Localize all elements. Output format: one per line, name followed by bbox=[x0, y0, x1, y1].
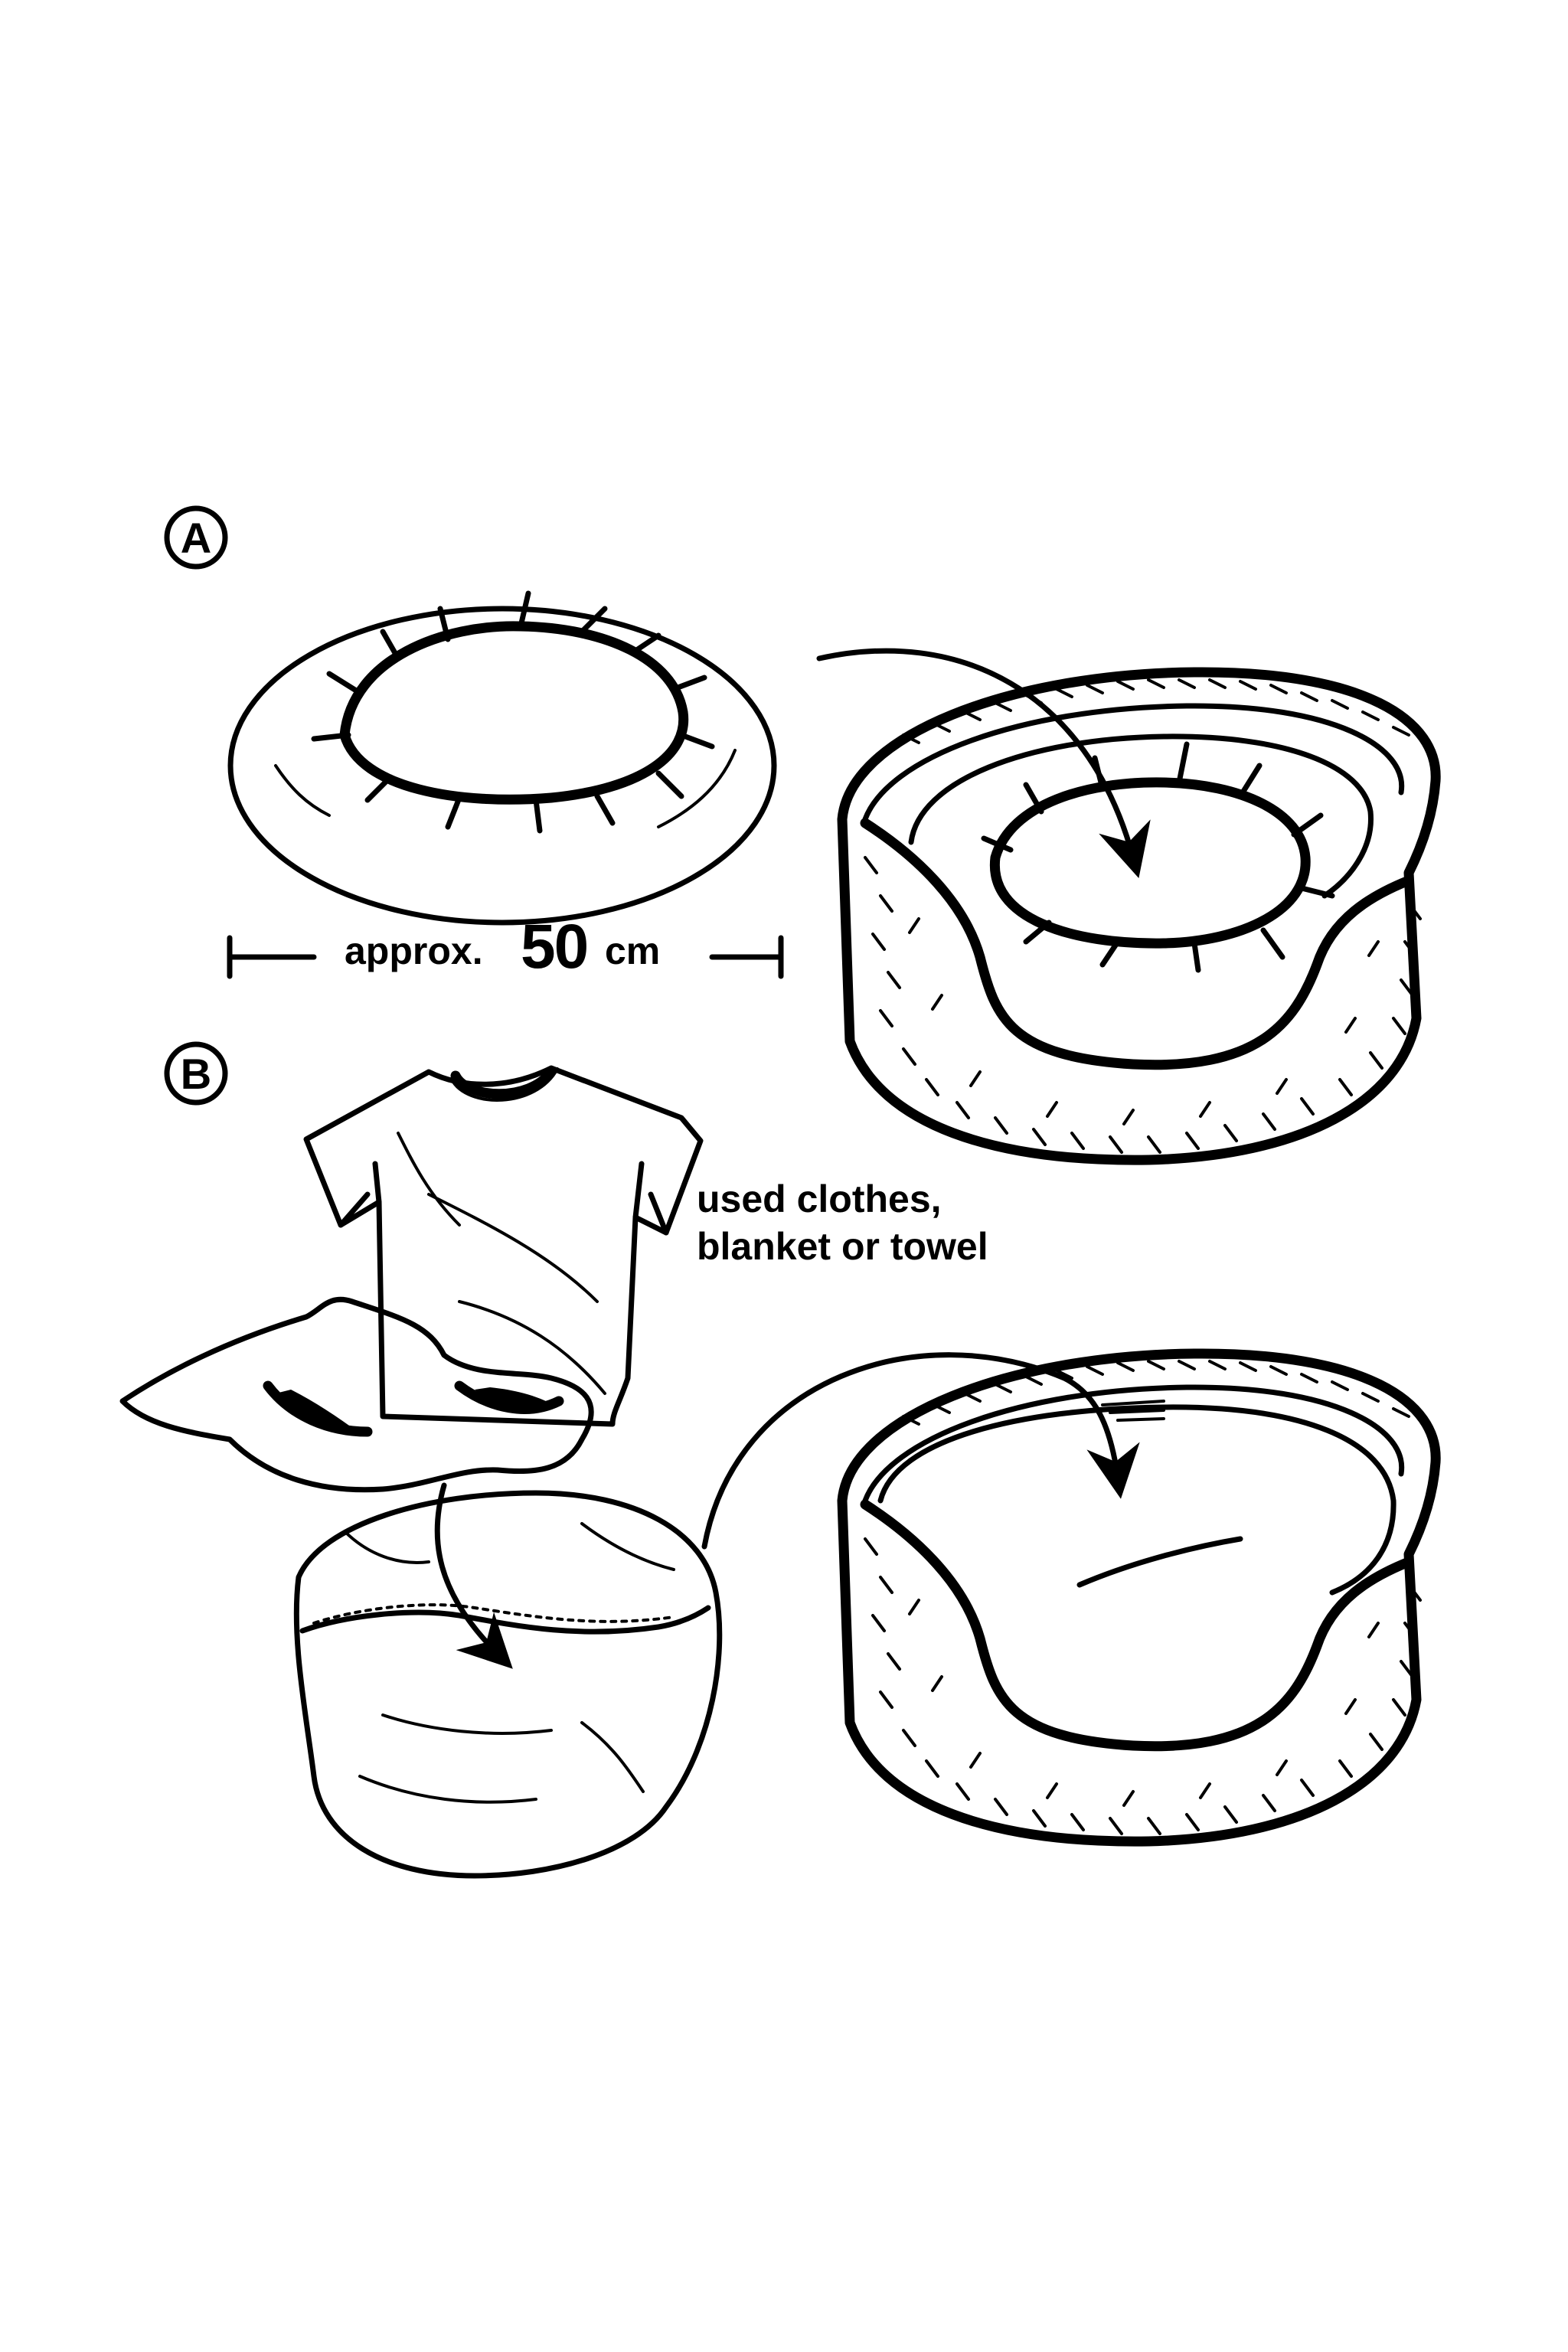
dimension-line bbox=[227, 935, 784, 979]
basket-b bbox=[837, 1348, 1441, 1847]
tshirt bbox=[303, 1065, 704, 1427]
step-b-letter: B bbox=[181, 1050, 211, 1098]
blanket bbox=[119, 1296, 594, 1493]
materials-caption-line2: blanket or towel bbox=[697, 1225, 988, 1268]
step-b-badge: B bbox=[164, 1041, 228, 1106]
basket-a-weave bbox=[864, 678, 1422, 1154]
materials-caption: used clothes, blanket or towel bbox=[697, 1175, 988, 1270]
basket-b-weave bbox=[864, 1360, 1422, 1835]
cushion-b bbox=[293, 1490, 723, 1879]
arrow-a bbox=[816, 648, 1151, 879]
dimension-unit: cm bbox=[605, 929, 661, 972]
materials-caption-line1: used clothes, bbox=[697, 1178, 942, 1220]
arrow-b1 bbox=[434, 1482, 513, 1669]
step-a-letter: A bbox=[181, 514, 211, 562]
basket-a bbox=[837, 667, 1441, 1165]
dimension-prefix: approx. bbox=[345, 929, 483, 972]
arrow-b2 bbox=[701, 1352, 1140, 1550]
step-a-badge: A bbox=[164, 505, 228, 570]
dimension-value: 50 bbox=[521, 912, 589, 982]
donut-cushion bbox=[227, 590, 777, 926]
